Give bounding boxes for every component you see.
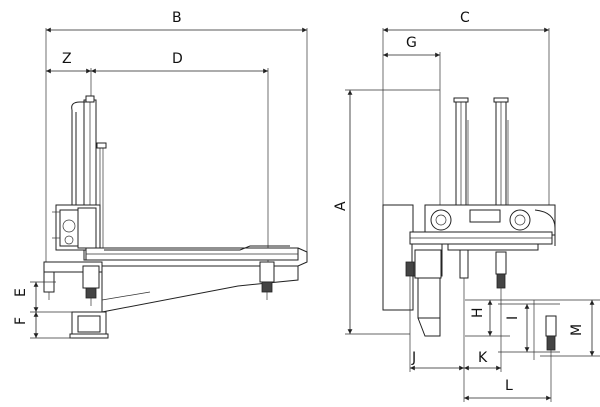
horizontal-beam xyxy=(85,245,308,267)
label-h: H xyxy=(470,307,486,318)
front-motor xyxy=(405,249,442,337)
base-frame xyxy=(43,261,299,339)
front-gripper-left xyxy=(459,249,469,300)
label-l: L xyxy=(505,378,513,394)
label-k: K xyxy=(478,350,488,366)
label-b: B xyxy=(172,10,182,26)
label-j: J xyxy=(411,350,416,366)
front-gripper-lower xyxy=(545,315,557,356)
side-view: B Z D xyxy=(13,10,308,339)
gripper-right xyxy=(259,261,275,300)
front-gripper-right xyxy=(495,251,507,304)
label-e: E xyxy=(13,288,29,297)
label-z: Z xyxy=(62,51,72,67)
label-a: A xyxy=(333,201,349,211)
front-carriage xyxy=(424,204,556,246)
back-panel xyxy=(382,204,414,311)
vertical-columns xyxy=(453,97,509,221)
carriage-block xyxy=(52,204,101,251)
label-f: F xyxy=(13,317,29,325)
label-i: I xyxy=(505,316,521,320)
front-view: C G A xyxy=(333,10,600,402)
label-c: C xyxy=(460,10,470,26)
label-g: G xyxy=(406,35,417,51)
label-m: M xyxy=(569,324,585,336)
label-d: D xyxy=(172,51,183,67)
